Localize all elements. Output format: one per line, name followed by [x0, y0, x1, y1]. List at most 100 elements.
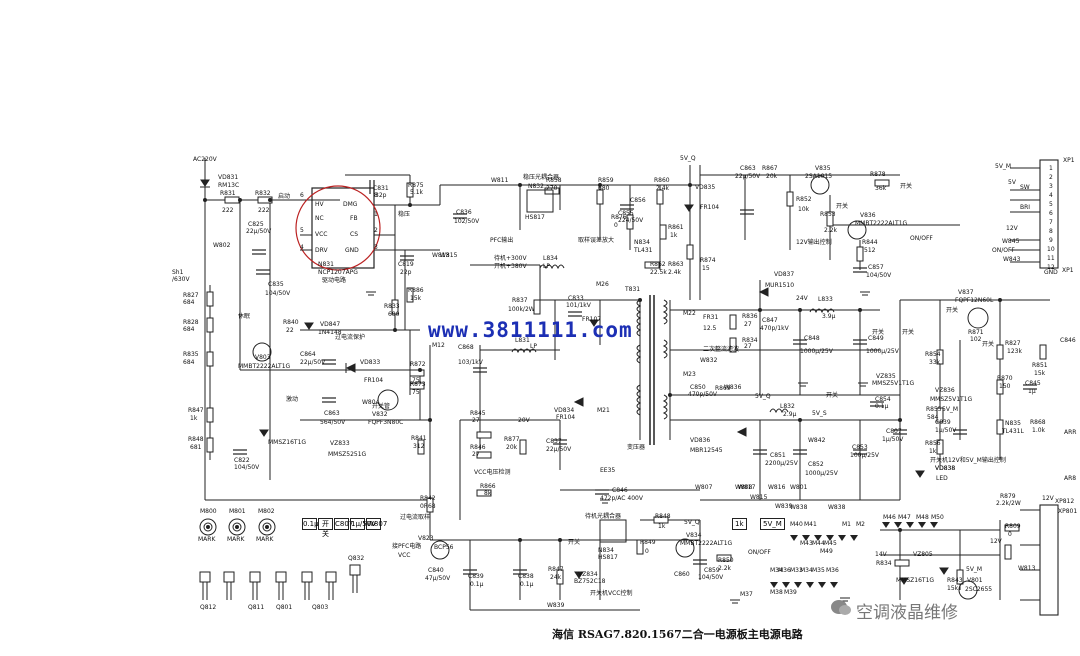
label-r841: R841: [411, 435, 427, 442]
label-p1: 1: [374, 211, 378, 218]
label-l832: L832: [780, 403, 795, 410]
label-r844: R844: [862, 239, 878, 246]
label-m47: M47: [898, 514, 911, 521]
label-r834v: 27: [744, 343, 752, 350]
label-c838: C838: [518, 573, 534, 580]
label-r849v: 0: [645, 548, 649, 555]
label-w804: W804: [362, 399, 380, 406]
label-hv: HV: [315, 201, 324, 208]
label-r846v: 27: [472, 451, 480, 458]
label-tl431: TL431: [634, 247, 653, 254]
label-r828v: 684: [183, 326, 195, 333]
label-fb: FB: [350, 215, 358, 222]
label-gnd: GND: [345, 247, 359, 254]
label-t831: T831: [625, 286, 641, 293]
label-v835v: 2SA1015: [805, 173, 833, 180]
label-r809: R809: [1005, 523, 1021, 530]
label-v24: 24V: [796, 295, 808, 302]
label-w802: W802: [213, 242, 231, 249]
label-v803: V803: [255, 354, 271, 361]
label-jlpfc: 接PFC电路: [392, 543, 422, 550]
label-r837v: 100k/2W: [508, 306, 535, 313]
label-c855: C855: [618, 210, 634, 217]
ground-pad-g3: C807: [334, 518, 354, 530]
label-v5m: 5V_M: [942, 406, 959, 413]
label-xp2: XP812: [1055, 498, 1075, 505]
label-ac220: AC220V: [193, 156, 217, 163]
diodes: [200, 179, 949, 585]
label-v837: V837: [958, 289, 974, 296]
label-r870: R870: [997, 375, 1013, 382]
label-r852: R852: [796, 196, 812, 203]
label-c831: C831: [373, 185, 389, 192]
label-fr107: FR107: [582, 316, 602, 323]
label-n832: N832: [528, 183, 544, 190]
label-r855v: 584: [927, 414, 939, 421]
label-vz805: VZ805: [913, 551, 933, 558]
label-kg2: 开关: [872, 329, 885, 336]
label-n834: N834: [634, 239, 650, 246]
ground-pad-g4: 1μ/50V: [350, 518, 376, 530]
label-w815: W815: [440, 252, 458, 259]
label-r861: R861: [668, 224, 684, 231]
label-vd835: VD835: [695, 184, 716, 191]
wiring: [204, 158, 1059, 616]
label-r878: R878: [870, 171, 886, 178]
label-vd838: VD838: [935, 465, 956, 472]
label-onoff2: ON/OFF: [748, 549, 771, 556]
website-watermark: www.3811111.com: [428, 318, 633, 342]
label-xpn8: 8: [1049, 228, 1053, 235]
label-r862: R862: [650, 261, 666, 268]
label-c825v: 22μ/50V: [246, 228, 272, 235]
label-r836v: 27: [744, 321, 752, 328]
label-w843: W843: [1003, 256, 1021, 263]
label-xpn10: 10: [1047, 246, 1055, 253]
label-vd831: VD831: [218, 174, 239, 181]
label-m802: M802: [258, 508, 275, 515]
label-r876v: 0: [614, 222, 618, 229]
label-c845v: 1μ: [1028, 388, 1036, 395]
label-c859: C859: [704, 567, 720, 574]
label-n834b: N834: [598, 547, 614, 554]
label-r878v: 36k: [875, 185, 887, 192]
label-kg6: 开关: [946, 307, 959, 314]
label-vcc: VCC: [315, 231, 328, 238]
label-r874: R874: [700, 257, 716, 264]
label-c864: C864: [300, 351, 316, 358]
label-c833v: 101/1kV: [566, 302, 591, 309]
label-c838v: 0.1μ: [520, 581, 534, 588]
label-c868: C868: [458, 344, 474, 351]
label-p6: 6: [300, 192, 304, 199]
label-v5q: 5V_Q: [680, 155, 696, 162]
label-w808: W808: [735, 484, 753, 491]
label-r860v: 2.4k: [656, 185, 670, 192]
label-kgg: 开关管: [372, 403, 391, 410]
label-r866: R866: [480, 483, 496, 490]
label-w816: W816: [768, 484, 786, 491]
label-xpn7: 7: [1049, 219, 1053, 226]
label-v12c: 12V输出控制: [796, 239, 832, 246]
label-vz836: VZ836: [935, 387, 955, 394]
label-gdl: 过电流保护: [335, 334, 366, 341]
label-c835v: 104/50V: [265, 290, 291, 297]
label-v801v: 2SC2655: [965, 586, 993, 593]
label-c848v: 1000μ/25V: [800, 348, 833, 355]
label-qidong: 启动: [278, 193, 291, 200]
label-c864v: 22μ/50V: [300, 359, 326, 366]
label-c846r: C846: [1060, 337, 1076, 344]
label-r875v: 5.1k: [410, 189, 424, 196]
label-r848b: R848: [655, 513, 671, 520]
label-w845: W845: [1002, 238, 1020, 245]
label-r855: R855: [926, 406, 942, 413]
label-c850: C850: [690, 384, 706, 391]
label-r843: R843: [947, 577, 963, 584]
label-mur: MUR1510: [765, 282, 795, 289]
label-m34b: M34: [800, 567, 813, 574]
label-vz835: VZ835: [876, 373, 896, 380]
label-r833: R833: [384, 303, 400, 310]
label-c853v: 100μ/25V: [850, 452, 880, 459]
label-xsw: SW: [1020, 184, 1030, 191]
label-c825: C825: [248, 221, 264, 228]
label-xbri: BRI: [1020, 204, 1031, 211]
label-v803v: MMBT2222ALT1G: [238, 363, 291, 370]
